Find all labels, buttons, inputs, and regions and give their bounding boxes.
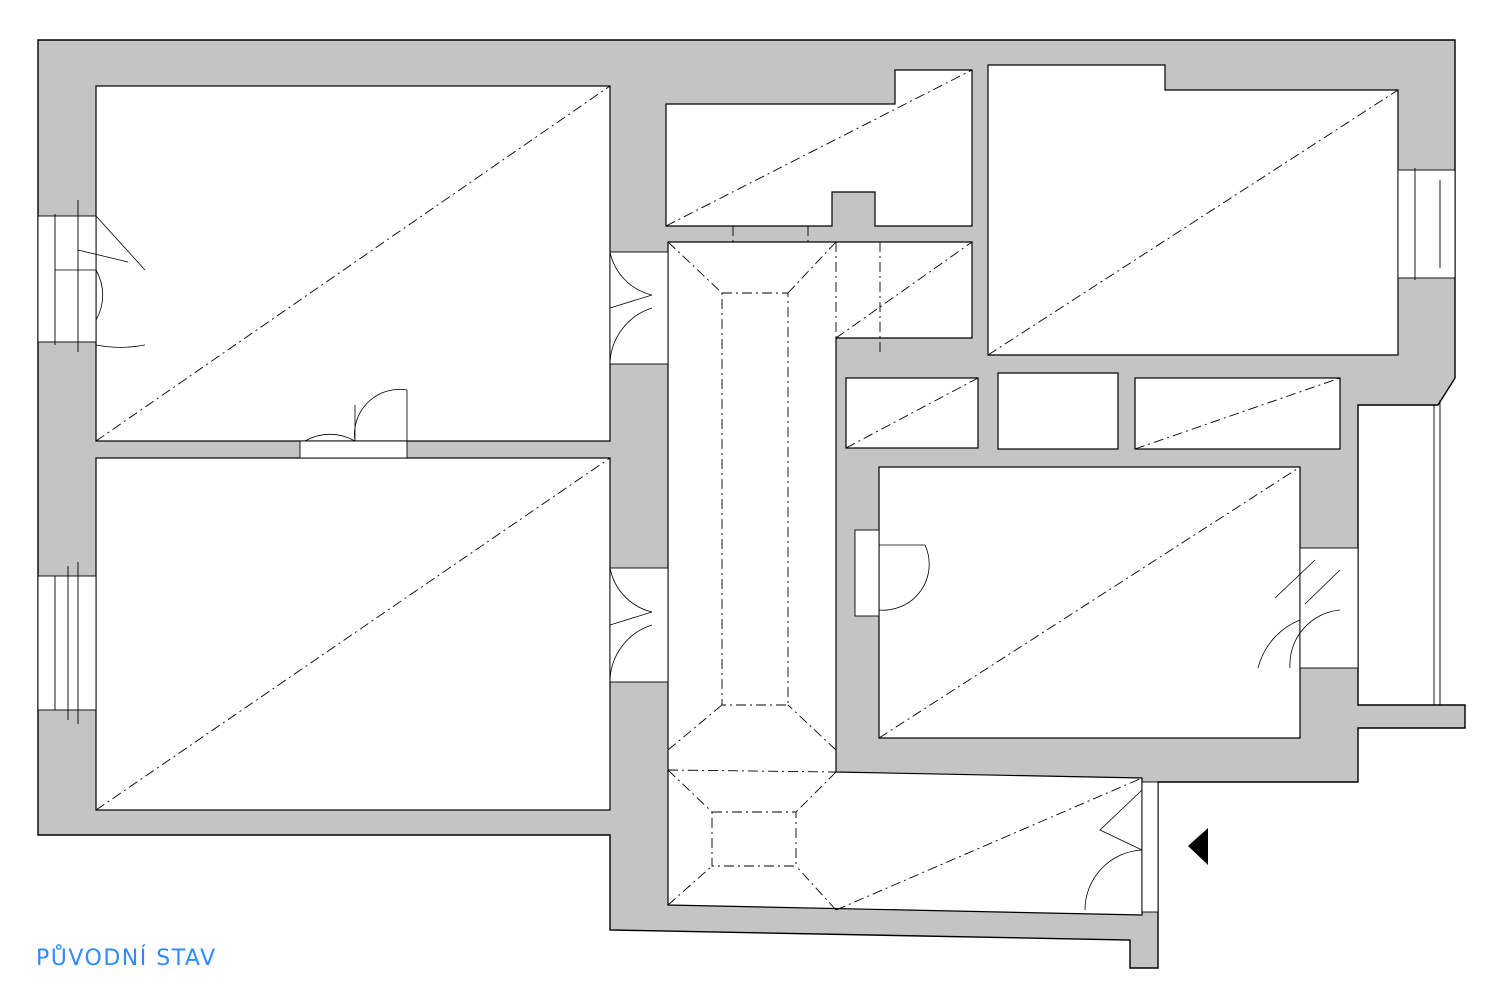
door-swing-corridor-top [609, 251, 653, 365]
openings [37, 168, 1456, 913]
closet-b [997, 372, 1119, 450]
rooms [95, 64, 1399, 916]
window-left-bottom [37, 575, 97, 711]
door-opening-between-rooms [299, 440, 408, 459]
window-left-top [37, 215, 97, 343]
room-top-left [95, 85, 611, 442]
entrance-arrow-icon [1188, 828, 1208, 865]
door-opening-middle-right [854, 529, 880, 617]
door-swing-corridor-bottom [609, 567, 653, 683]
door-opening-top-left [609, 251, 669, 365]
drawing-caption: PŮVODNÍ STAV [36, 946, 217, 971]
door-swing-right-window [1257, 559, 1341, 669]
window-right [1397, 169, 1456, 279]
door-swing-left-window [77, 215, 146, 348]
room-top-right [987, 64, 1399, 356]
door-opening-entrance [1141, 781, 1159, 913]
door-swing-between-rooms [304, 389, 408, 442]
door-opening-bottom-left [609, 567, 669, 683]
ceiling-diagonals [95, 69, 1399, 911]
door-swing-entrance [1084, 789, 1143, 911]
window-middle-right [1299, 547, 1359, 669]
door-swing-middle-right [878, 544, 930, 611]
door-swings [55, 215, 1341, 911]
corridor-vault [667, 226, 881, 911]
